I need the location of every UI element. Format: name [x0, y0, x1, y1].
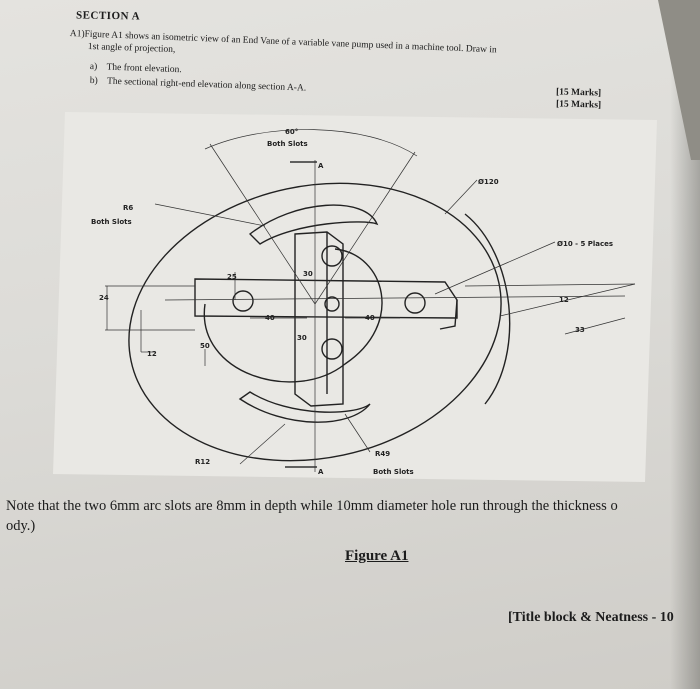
angle-arc: [204, 129, 418, 157]
horizontal-arm-end: [439, 299, 458, 330]
dim-50-label: 50: [200, 342, 210, 350]
r49-label: R49: [375, 450, 390, 458]
leader-holes: [434, 241, 556, 295]
angle-note: Both Slots: [267, 140, 308, 148]
section-title: SECTION A: [75, 9, 141, 23]
isometric-drawing-svg: 60° Both Slots A A Ø120 R6 Both Slots Ø1…: [53, 112, 657, 482]
r6-note: Both Slots: [91, 218, 132, 226]
dim-24-label: 24: [99, 294, 109, 302]
dim-12-left-label: 12: [147, 350, 157, 358]
figure-caption: Figure A1: [345, 548, 409, 564]
drawing-panel: [53, 112, 657, 482]
isometric-drawing: 60° Both Slots A A Ø120 R6 Both Slots Ø1…: [45, 104, 675, 484]
item-label: a): [89, 62, 98, 73]
leader-dia120: [444, 179, 478, 215]
hole-top: [321, 245, 343, 267]
angle-label: 60°: [285, 128, 298, 136]
dim-30-top-label: 30: [303, 270, 313, 278]
r12-label: R12: [195, 458, 210, 466]
dim-30-mid-label: 30: [297, 334, 307, 342]
centre-line-horizontal: [164, 295, 626, 301]
disc-outline: [128, 182, 502, 462]
r6-label: R6: [123, 204, 133, 212]
section-label-bottom: A: [318, 468, 324, 476]
angle-line-left: [209, 143, 316, 305]
dim-40-right-label: 40: [365, 314, 375, 322]
hole-bottom: [321, 338, 343, 360]
leader-r6: [154, 203, 266, 227]
dim-33-label: 33: [575, 326, 585, 334]
leader-r49: [344, 413, 371, 453]
dim-line-33: [564, 317, 626, 335]
angle-line-right: [314, 151, 416, 305]
title-block-marks: [Title block & Neatness - 10: [508, 610, 674, 625]
dim-12-right-label: 12: [559, 296, 569, 304]
hub-edge: [203, 248, 383, 383]
dim-line-12-right-a: [464, 283, 636, 287]
leader-r12: [239, 423, 286, 465]
r49-note: Both Slots: [373, 468, 414, 476]
item-label: b): [89, 76, 98, 87]
hole-right: [404, 292, 426, 314]
dim-40-left-label: 40: [265, 314, 275, 322]
note-text-continued: ody.): [6, 518, 36, 534]
disc-thickness-edge: [464, 213, 511, 405]
dia120-label: Ø120: [478, 178, 499, 186]
holes-label: Ø10 - 5 Places: [557, 240, 613, 248]
section-label-top: A: [318, 162, 324, 170]
upper-arc-slot: [248, 204, 379, 245]
note-text: Note that the two 6mm arc slots are 8mm …: [6, 498, 618, 514]
hole-center: [324, 296, 340, 312]
lower-arc-slot: [238, 391, 371, 423]
dim-line-12-right-b: [499, 283, 636, 317]
dim-25-label: 25: [227, 273, 237, 281]
marks-a: [15 Marks]: [555, 87, 602, 99]
hole-left: [232, 290, 254, 312]
